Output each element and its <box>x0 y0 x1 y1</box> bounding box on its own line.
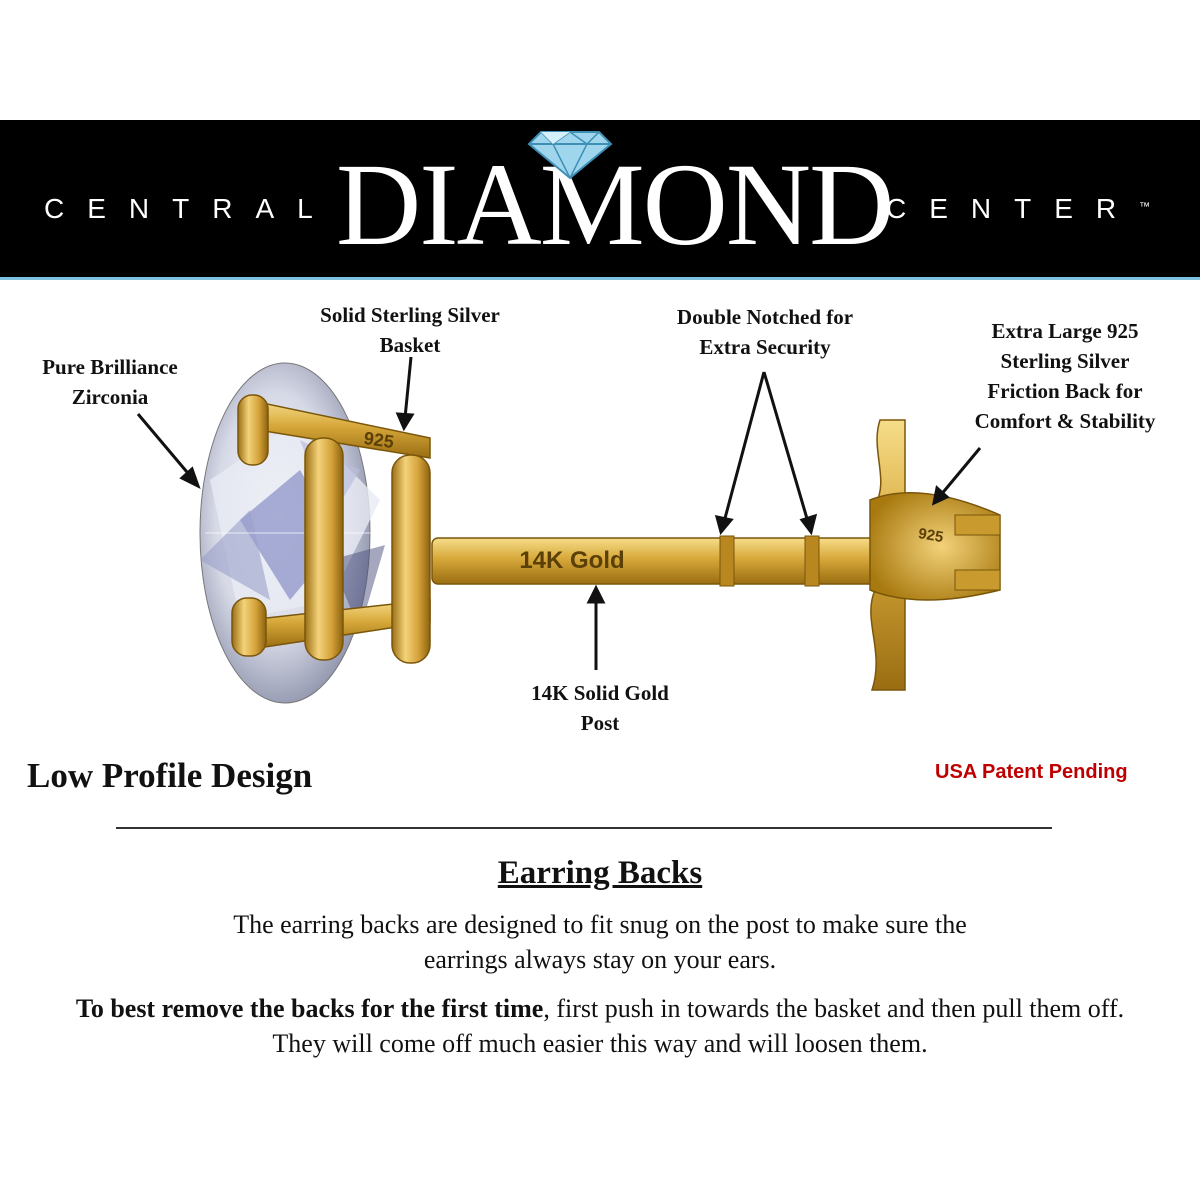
arrow-notch-right <box>762 371 810 523</box>
post-stamp: 14K Gold <box>519 547 624 574</box>
removal-tip-bold: To best remove the backs for the first t… <box>75 994 544 1023</box>
arrowhead-basket <box>395 412 415 432</box>
callout-zirconia-line1: Pure Brilliance <box>42 355 178 379</box>
brand-word-central: CENTRAL <box>44 193 336 224</box>
arrowhead-friction <box>931 485 950 506</box>
arrowhead-post <box>586 584 606 604</box>
callout-friction-line2: Sterling Silver <box>1000 349 1130 373</box>
callout-notched-line2: Extra Security <box>699 335 831 359</box>
callout-friction-line4: Comfort & Stability <box>974 409 1156 433</box>
brand-center-text: CENTER <box>886 193 1140 224</box>
callout-notched-line1: Double Notched for <box>676 305 854 329</box>
callout-post: 14K Solid Gold Post <box>495 678 705 738</box>
diamond-logo-icon <box>527 131 613 180</box>
low-profile-heading: Low Profile Design <box>27 756 313 795</box>
friction-back: 925 <box>869 419 1001 691</box>
patent-pending-note: USA Patent Pending <box>935 761 1128 783</box>
arrow-zirconia <box>136 413 194 479</box>
earring-illustration: 925 14K Gold 925 <box>136 356 1001 704</box>
arrowhead-notch-right <box>799 513 818 536</box>
callout-arrows <box>136 356 982 670</box>
brand-word-center: CENTER™ <box>886 193 1150 225</box>
gold-post: 14K Gold <box>431 535 883 587</box>
callout-zirconia: Pure Brilliance Zirconia <box>20 352 200 412</box>
earring-backs-title: Earring Backs <box>497 855 703 891</box>
callout-basket-line1: Solid Sterling Silver <box>320 303 500 327</box>
callout-basket: Solid Sterling Silver Basket <box>290 300 530 360</box>
callout-friction: Extra Large 925 Sterling Silver Friction… <box>945 316 1185 436</box>
callout-post-line1: 14K Solid Gold <box>531 681 669 705</box>
brand-word-diamond: DIAMOND <box>336 139 894 270</box>
callout-basket-line2: Basket <box>379 333 441 357</box>
arrow-friction <box>938 447 982 497</box>
arrow-basket <box>403 356 413 419</box>
banner-accent-line <box>0 277 1200 280</box>
arrowhead-notch-left <box>714 515 734 536</box>
earring-backs-paragraph-2: To best remove the backs for the first t… <box>60 991 1140 1061</box>
back-stamp-925: 925 <box>917 525 945 546</box>
callout-friction-line1: Extra Large 925 <box>991 319 1139 343</box>
callout-zirconia-line2: Zirconia <box>71 385 149 409</box>
section-divider <box>116 827 1052 829</box>
callout-notched: Double Notched for Extra Security <box>640 302 890 362</box>
removal-tip-rest: , first push in towards the basket and t… <box>272 994 1125 1058</box>
trademark-symbol: ™ <box>1139 201 1151 213</box>
basket-stamp-925: 925 <box>363 428 396 452</box>
callout-friction-line3: Friction Back for <box>987 379 1143 403</box>
earring-backs-paragraph-1: The earring backs are designed to fit sn… <box>233 910 967 974</box>
silver-basket: 925 <box>231 394 431 664</box>
arrowhead-zirconia <box>179 466 201 490</box>
callout-post-line2: Post <box>580 711 620 735</box>
arrow-notch-left <box>722 371 766 523</box>
